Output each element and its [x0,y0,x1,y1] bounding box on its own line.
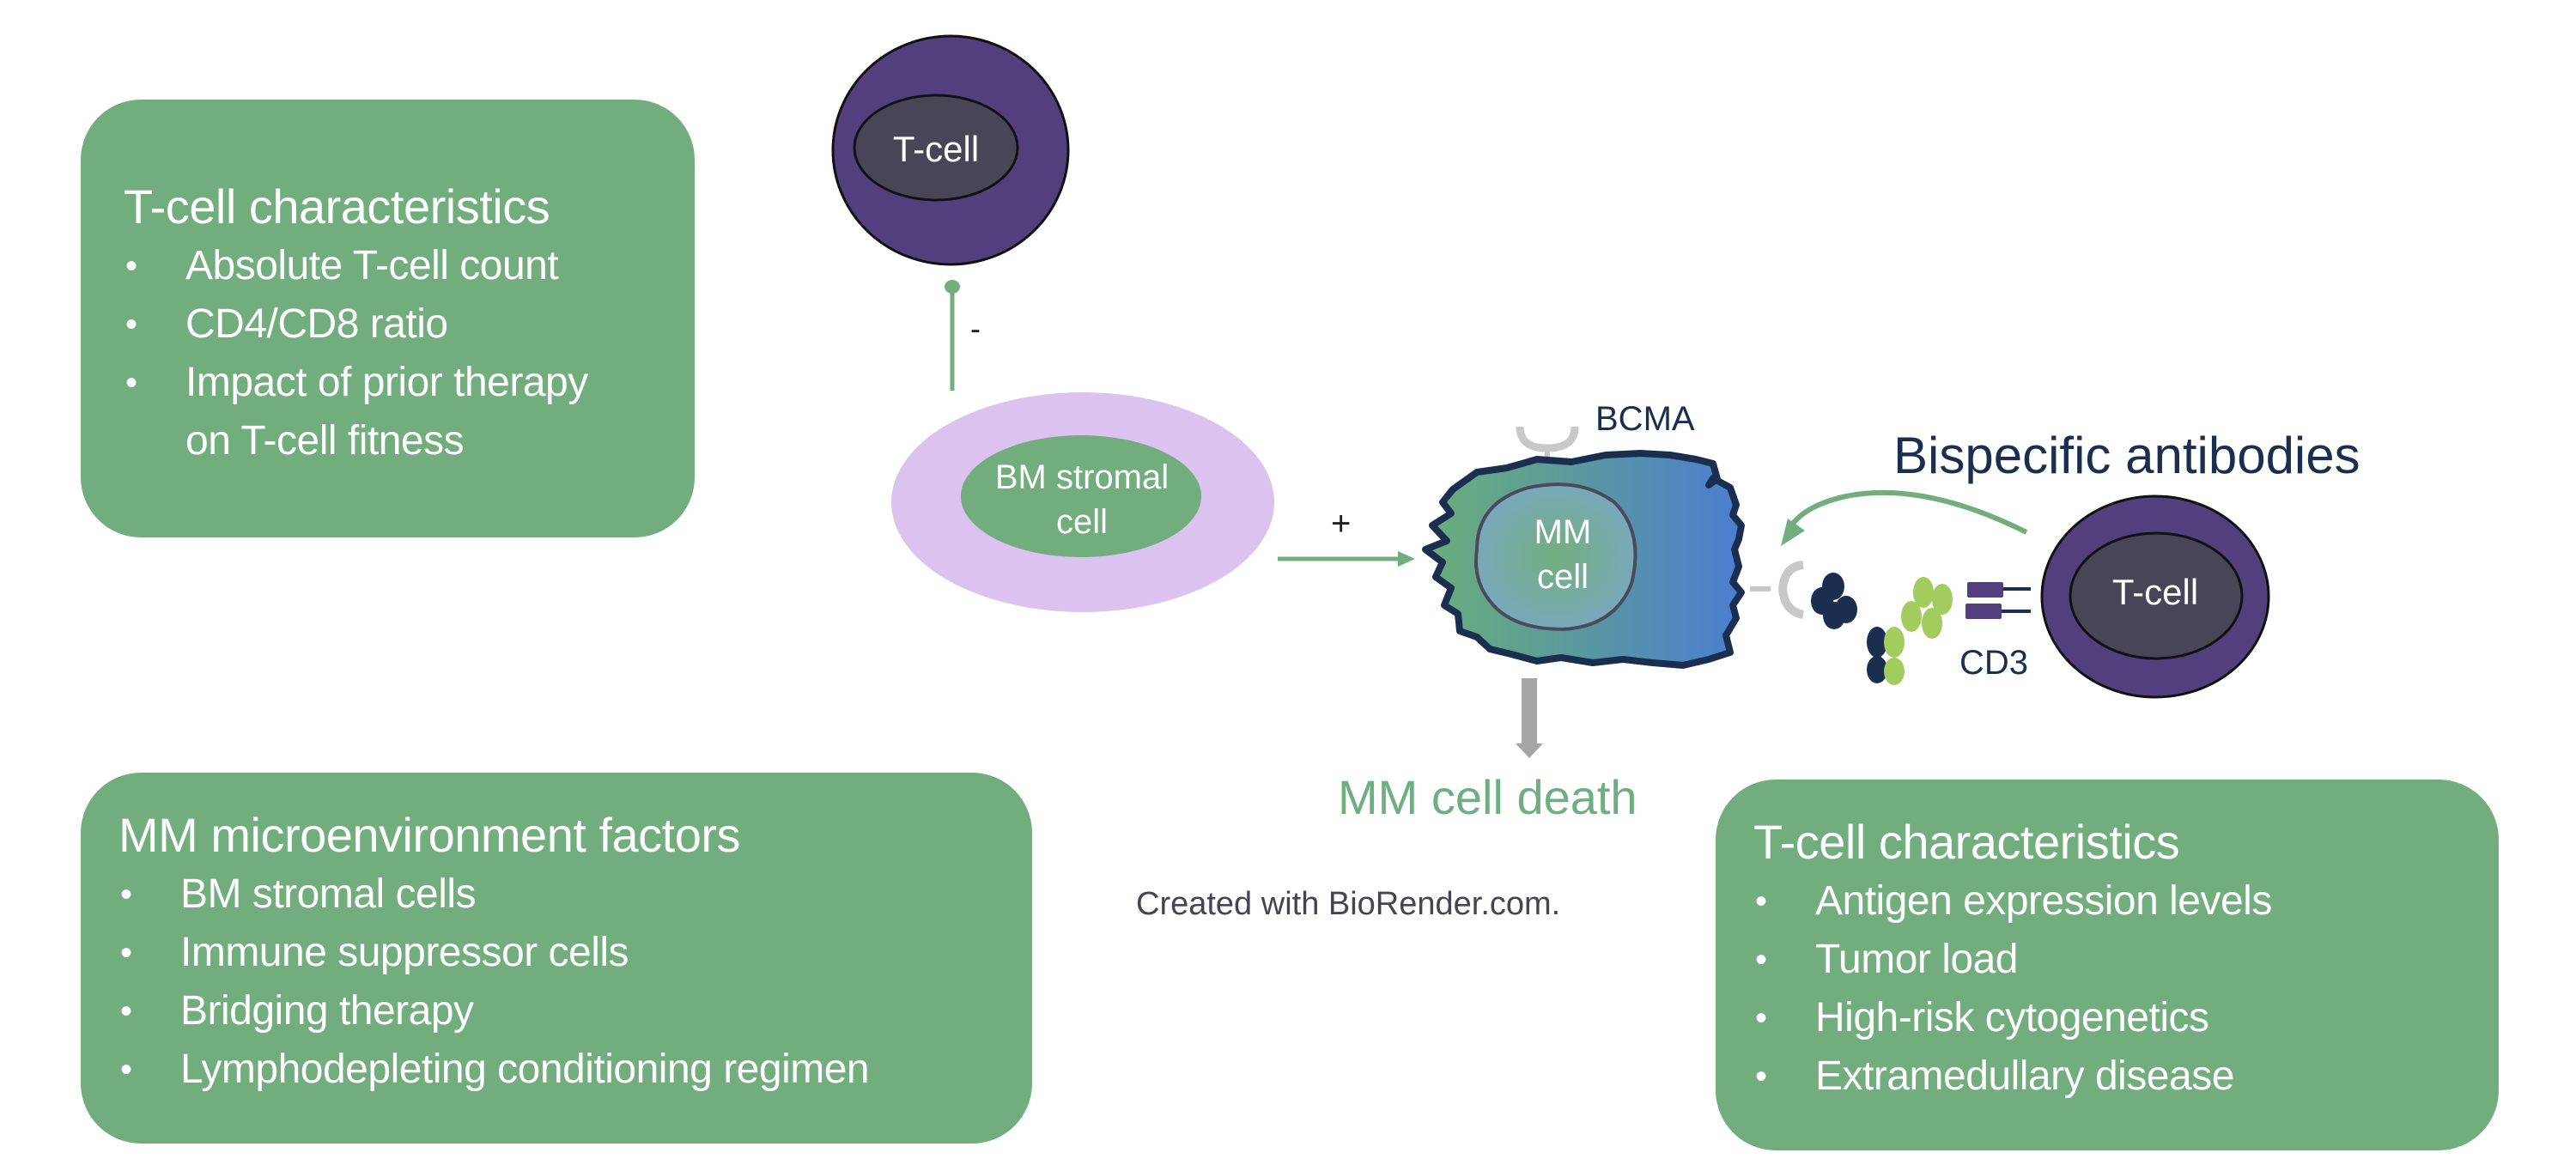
mm-label-line: MM [1534,513,1592,551]
bullet-icon: • [120,876,132,913]
stromal-cell-label: BM stromal cell [953,455,1211,544]
tcell-right [2040,495,2270,699]
list-item: • Absolute T-cell count [124,237,695,295]
inhibition-connector [945,280,960,391]
bullet-icon: • [120,992,132,1030]
tcell-top [831,34,1070,266]
bullet-list: • BM stromal cells • Immune suppressor cel… [118,865,1032,1099]
mm-cell-nucleus [1474,482,1637,632]
list-item-text: Tumor load [1815,937,2018,982]
bcma-label: BCMA [1595,400,1695,438]
mm-microenvironment-box: MM microenvironment factors • BM stromal … [81,773,1032,1144]
bispecific-antibodies-label: Bispecific antibodies [1893,427,2360,484]
list-item: • Lymphodepleting conditioning regimen [118,1041,1032,1099]
bullet-icon: • [125,247,137,285]
bullet-icon: • [120,1051,132,1089]
bcma-receptor-right [1750,561,1805,619]
bullet-icon: • [125,306,137,343]
attack-arrowhead-icon [1781,519,1805,546]
stimulation-arrowhead-icon [1398,551,1415,567]
mm-cell-label: MM cell [1494,510,1631,599]
bullet-icon: • [125,364,137,402]
tcell-top-nucleus [853,94,1019,202]
cd3-label: CD3 [1959,644,2029,682]
list-item: • Antigen expression levels [1753,872,2499,931]
cd3-receptor-icon [1965,582,2031,619]
box-title: T-cell characteristics [1753,815,2180,869]
stromal-nucleus [961,435,1201,557]
list-item: • Extramedullary disease [1753,1047,2499,1106]
tcell-top-label: T-cell [892,129,980,169]
list-item: • Tumor load [1753,931,2499,989]
list-item: • CD4/CD8 ratio [124,295,695,354]
list-item: • High-risk cytogenetics [1753,989,2499,1047]
tcell-right-nucleus [2069,531,2244,660]
death-arrow [1516,678,1543,758]
bispecific-antibody-icon [1811,573,1953,685]
mm-cell-death-label: MM cell death [1338,770,1637,824]
mm-cell [1422,450,1745,669]
bullet-icon: • [1755,883,1767,920]
box-title: T-cell characteristics [124,179,550,234]
stromal-label-line: BM stromal [994,458,1170,496]
list-item: • BM stromal cells [118,865,1032,924]
list-item-text: Lymphodepleting conditioning regimen [180,1047,870,1092]
tcell-characteristics-box-bottom-right: T-cell characteristics • Antigen expressi… [1716,780,2499,1150]
bm-stromal-cell [891,392,1274,612]
inhibition-sign: - [970,311,981,346]
bullet-icon: • [1755,941,1767,979]
stromal-label-line: cell [1055,503,1109,541]
inhibition-end-dot [945,280,960,294]
list-item-text: CD4/CD8 ratio [185,301,448,347]
stimulation-sign: + [1331,505,1352,543]
list-item: • Bridging therapy [118,982,1032,1041]
death-arrowhead-icon [1516,743,1543,758]
bullet-icon: • [1755,1058,1767,1095]
biorender-credit: Created with BioRender.com. [1136,886,1561,922]
bullet-list: • Antigen expression levels • Tumor load •… [1753,872,2499,1106]
list-item-text: Immune suppressor cells [180,930,629,975]
bullet-list: • Absolute T-cell count • CD4/CD8 ratio • I… [124,237,695,470]
list-item-text: Extramedullary disease [1815,1053,2234,1099]
list-item-text: High-risk cytogenetics [1815,995,2209,1041]
list-item-text: on T-cell fitness [185,418,465,464]
bullet-icon: • [1755,999,1767,1037]
tcell-right-label: T-cell [2111,572,2199,612]
bullet-icon: • [120,934,132,972]
list-item-text: Impact of prior therapy [185,360,588,405]
list-item: • Impact of prior therapy [124,354,695,412]
attack-arrow-curve [1790,489,2028,535]
stimulation-arrow [1278,551,1415,567]
list-item-continuation: on T-cell fitness [124,412,695,470]
box-title: MM microenvironment factors [118,808,741,862]
list-item-text: Antigen expression levels [1815,878,2272,924]
list-item-text: Absolute T-cell count [185,243,559,288]
list-item: • Immune suppressor cells [118,924,1032,982]
mm-label-line: cell [1536,558,1589,596]
death-arrow-shaft [1522,678,1537,747]
tcell-characteristics-box-top-left: T-cell characteristics • Absolute T-cell … [81,100,695,537]
tcell-attack-arrow [1781,489,2028,546]
list-item-text: Bridging therapy [180,988,474,1034]
list-item-text: BM stromal cells [180,871,477,917]
